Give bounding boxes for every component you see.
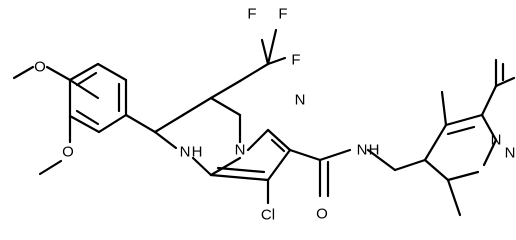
bond-double [75, 109, 100, 126]
bond [12, 65, 35, 80]
bond [153, 113, 185, 134]
atom-label-cl: Cl [261, 207, 275, 224]
bond [288, 148, 322, 162]
bond [68, 78, 100, 100]
bond [440, 90, 448, 127]
bond-double [75, 71, 98, 87]
atom-label-f3: F [291, 52, 300, 69]
atom-label-n-methylpyrazole-2: N [505, 145, 516, 162]
bond [318, 148, 352, 162]
atom-label-n-ring: N [180, 144, 191, 161]
atom-label-o-methoxy-bottom: O [62, 144, 74, 161]
bond [423, 123, 448, 162]
bond-double [446, 125, 476, 136]
atom-label-n-bridge: N [235, 142, 246, 159]
bond [209, 156, 242, 177]
bond [480, 113, 498, 142]
bond [181, 96, 213, 117]
bond [423, 158, 450, 182]
atom-labels: F F F O O N H N N Cl O N H N N [34, 6, 515, 224]
bond [482, 138, 498, 167]
bond [209, 79, 242, 100]
bond [68, 114, 101, 134]
bond [366, 148, 397, 172]
atom-label-f1: F [247, 6, 256, 23]
bond [97, 113, 128, 134]
atom-label-h-amide: H [369, 142, 380, 159]
molecule-canvas: F F F O O N H N N Cl O N H N N [12, 6, 516, 224]
bond [266, 148, 292, 182]
bond-double [446, 170, 480, 182]
bond [238, 62, 270, 83]
bond [191, 156, 213, 177]
bond [68, 62, 100, 82]
bond [266, 28, 278, 66]
bond [209, 96, 242, 117]
atom-label-n-methylpyrazole-1: N [491, 132, 502, 149]
bond [480, 84, 498, 117]
bond-double [444, 113, 484, 127]
atom-label-o-methoxy-top: O [34, 59, 46, 76]
bond [96, 62, 128, 82]
bond [246, 128, 270, 152]
atom-label-n-pyrazole: N [295, 92, 306, 109]
bond [209, 173, 270, 182]
atom-label-f2: F [278, 6, 287, 23]
bond [124, 113, 157, 134]
bond [446, 178, 462, 217]
bond [153, 130, 178, 150]
bond [494, 76, 516, 88]
bond-double [270, 138, 286, 153]
bond [393, 158, 427, 172]
bond-double [266, 128, 292, 152]
atom-label-o-amide: O [316, 206, 328, 223]
bonds [12, 28, 516, 217]
bond [45, 65, 72, 82]
structure-diagram: F F F O O N H N N Cl O N H N N [12, 6, 516, 224]
bond [266, 56, 287, 66]
bond-double [216, 166, 266, 174]
bond [260, 38, 270, 66]
atom-label-h-ring: H [192, 144, 203, 161]
atom-label-n-amide: N [357, 142, 368, 159]
bond [38, 159, 63, 176]
